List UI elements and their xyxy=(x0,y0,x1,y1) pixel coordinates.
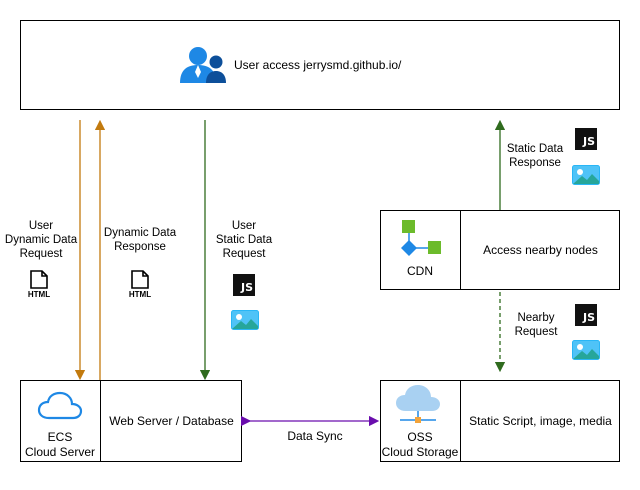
html-file-icon: HTML xyxy=(26,270,52,302)
web-server-label: Web Server / Database xyxy=(109,414,234,428)
user-label: User access jerrysmd.github.io/ xyxy=(234,58,402,72)
cdn-box xyxy=(380,210,620,290)
js-file-icon: JS xyxy=(575,304,597,326)
nearby-request-label: Nearby Request xyxy=(514,312,558,338)
html-file-icon: HTML xyxy=(127,270,153,302)
dynamic-response-label: Dynamic Data Response xyxy=(103,227,177,253)
oss-desc: Static Script, image, media xyxy=(469,414,612,428)
image-icon xyxy=(572,340,600,360)
user-box xyxy=(20,20,620,110)
cdn-divider xyxy=(460,210,461,290)
image-icon xyxy=(572,165,600,185)
oss-divider xyxy=(460,380,461,462)
ecs-divider xyxy=(100,380,101,462)
image-icon xyxy=(231,310,259,330)
js-file-icon: JS xyxy=(233,274,255,296)
users-icon xyxy=(180,47,226,83)
cdn-name: CDN xyxy=(407,264,433,278)
js-file-icon: JS xyxy=(575,128,597,150)
ecs-name: ECS Cloud Server xyxy=(24,430,96,459)
static-response-label: Static Data Response xyxy=(506,143,564,169)
cdn-icon xyxy=(401,220,441,256)
user-dynamic-request-label: User Dynamic Data Request xyxy=(4,220,78,260)
data-sync-label: Data Sync xyxy=(287,429,343,443)
user-static-request-label: User Static Data Request xyxy=(215,220,273,260)
cloud-icon xyxy=(37,391,83,420)
oss-name: OSS Cloud Storage xyxy=(381,430,459,459)
cloud-storage-icon xyxy=(396,385,440,423)
cdn-desc: Access nearby nodes xyxy=(483,243,598,257)
